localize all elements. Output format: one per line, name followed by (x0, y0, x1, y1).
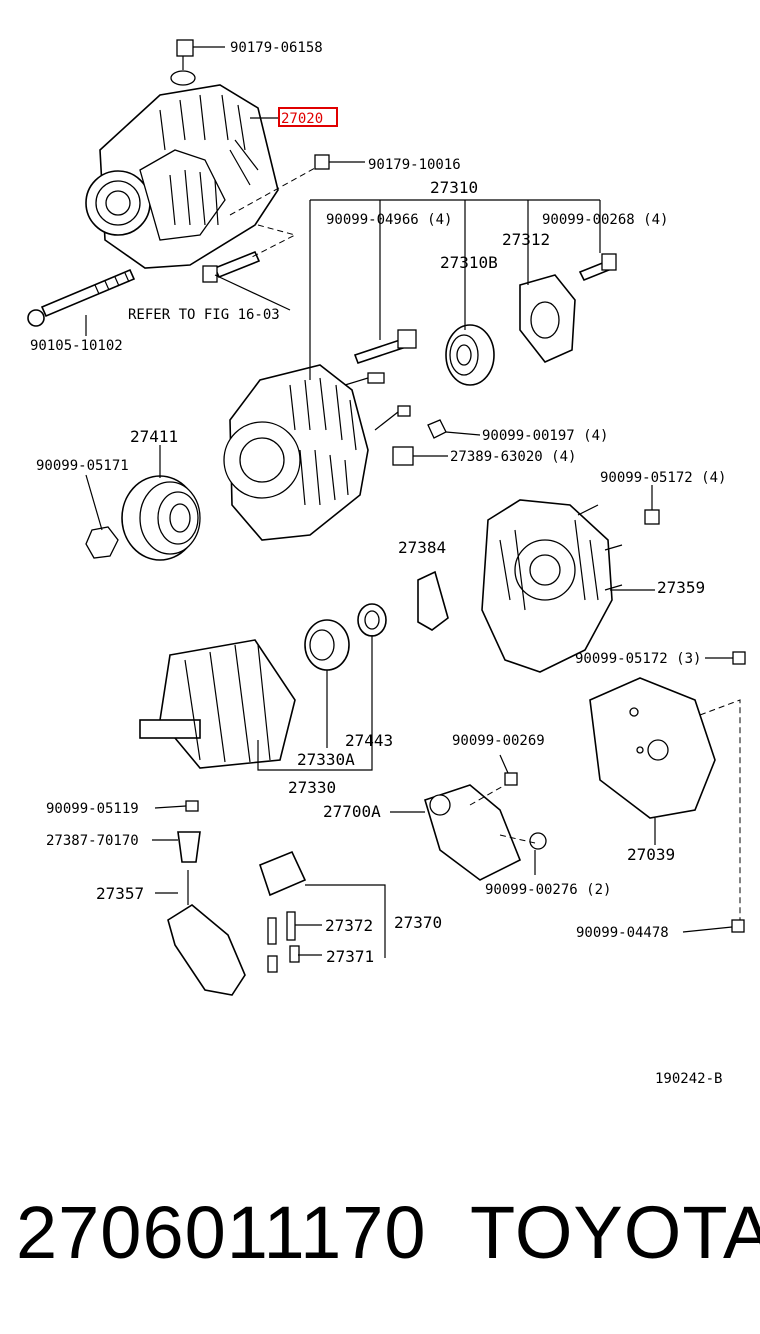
callout-27310b: 27310B (440, 253, 498, 272)
callout-90099-00268: 90099-00268 (4) (542, 212, 668, 228)
screw-90099-00268 (578, 253, 617, 282)
callout-27384: 27384 (398, 538, 446, 557)
brand-name: TOYOTA (470, 1191, 760, 1274)
screw-90099-00276 (529, 832, 547, 850)
callout-27372: 27372 (325, 916, 373, 935)
nut-90179-10016 (314, 154, 330, 170)
callout-27330: 27330 (288, 778, 336, 797)
callout-refer-fig: REFER TO FIG 16-03 (128, 307, 280, 323)
alternator-assembly (85, 84, 279, 269)
brush-holder-27370 (259, 850, 307, 973)
callout-27359: 27359 (657, 578, 705, 597)
pulley-27411 (121, 475, 201, 561)
callout-90099-05172-4: 90099-05172 (4) (600, 470, 726, 486)
callout-27357: 27357 (96, 884, 144, 903)
callout-90179-06158: 90179-06158 (230, 40, 323, 56)
regulator-27700a (424, 784, 522, 881)
callout-90099-05172-3: 90099-05172 (3) (575, 651, 701, 667)
highlight-box (278, 107, 338, 127)
callout-27310: 27310 (430, 178, 478, 197)
insulator-27387 (177, 831, 201, 863)
drive-end-frame (223, 364, 411, 541)
pulley-nut (85, 526, 119, 559)
callout-90099-04478: 90099-04478 (576, 925, 669, 941)
nut-90099-05172-4 (644, 509, 660, 525)
nut-90099-05172-3 (732, 651, 746, 665)
callout-27411: 27411 (130, 427, 178, 446)
callout-27387-70170: 27387-70170 (46, 833, 139, 849)
callout-27020: 27020 (281, 111, 323, 127)
rear-cover-27039 (589, 677, 716, 819)
figure-code: 190242-B (655, 1071, 722, 1087)
screw-90099-00269 (504, 772, 518, 786)
rectifier-27357 (167, 870, 246, 996)
callout-90099-00276: 90099-00276 (2) (485, 882, 611, 898)
through-bolt (27, 268, 136, 327)
connector-27389 (392, 446, 414, 466)
stud-bolt (353, 329, 417, 365)
top-nut (170, 39, 196, 86)
nut-90099-05119 (185, 800, 199, 812)
callout-27371: 27371 (326, 947, 374, 966)
callout-27330a: 27330A (297, 750, 355, 769)
callout-27700a: 27700A (323, 802, 381, 821)
footer: 2706011170 TOYOTA (0, 1180, 760, 1290)
screw-90099-00197 (427, 419, 447, 439)
part-number: 2706011170 (16, 1191, 427, 1274)
callout-90099-00197: 90099-00197 (4) (482, 428, 608, 444)
callout-27039: 27039 (627, 845, 675, 864)
screw-90099-04478 (731, 919, 745, 933)
callout-90099-00269: 90099-00269 (452, 733, 545, 749)
insulator-27384 (417, 570, 449, 631)
callout-90105-10102: 90105-10102 (30, 338, 123, 354)
callout-90099-05119: 90099-05119 (46, 801, 139, 817)
rectifier-end-frame (481, 499, 623, 673)
retainer-plate-27312 (519, 274, 576, 363)
callout-90179-10016: 90179-10016 (368, 157, 461, 173)
callout-90099-04966: 90099-04966 (4) (326, 212, 452, 228)
callout-27312: 27312 (502, 230, 550, 249)
callout-27389-63020: 27389-63020 (4) (450, 449, 576, 465)
callout-27370: 27370 (394, 913, 442, 932)
short-bolt (202, 250, 261, 283)
callout-27443: 27443 (345, 731, 393, 750)
callout-90099-05171: 90099-05171 (36, 458, 129, 474)
bearing-27310b (445, 324, 495, 386)
rotor-27330 (139, 639, 296, 769)
